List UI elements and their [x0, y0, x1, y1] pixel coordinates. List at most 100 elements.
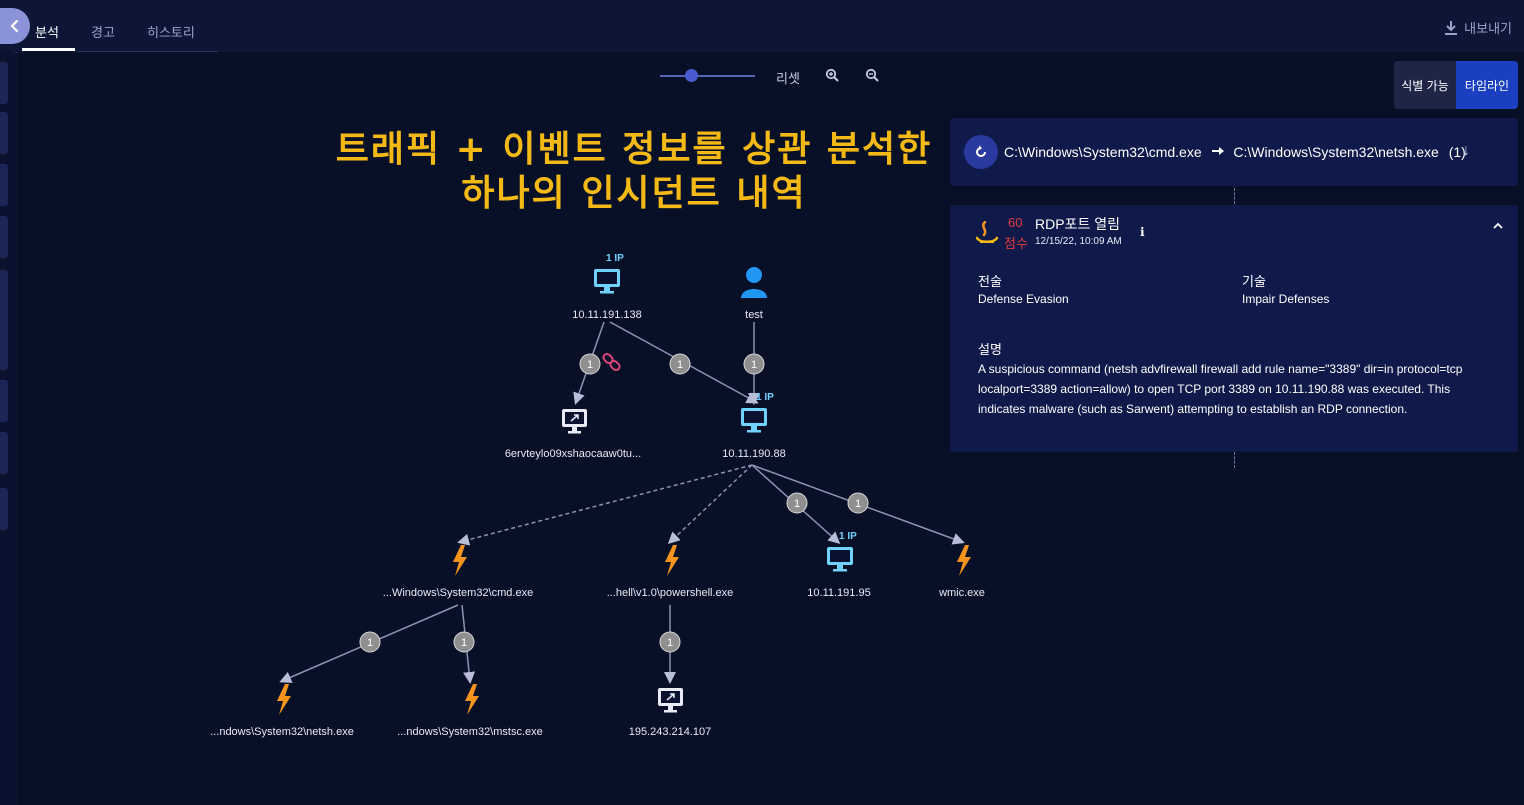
zoom-slider-track[interactable] [660, 75, 755, 77]
identifiable-mode-button[interactable]: 식별 가능 [1401, 78, 1449, 93]
process-path: C:\Windows\System32\cmd.exe C:\Windows\S… [1004, 144, 1466, 160]
edge-count-bubble[interactable]: 1 [659, 631, 681, 653]
export-button[interactable]: 내보내기 [1444, 18, 1512, 37]
node-label[interactable]: ...ndows\System32\netsh.exe [210, 726, 354, 738]
edge-count-bubble[interactable]: 1 [359, 631, 381, 653]
chevron-up-icon[interactable] [1492, 221, 1504, 231]
svg-text:1: 1 [667, 637, 673, 649]
node-label[interactable]: 195.243.214.107 [628, 726, 712, 738]
rail-item[interactable] [0, 380, 8, 422]
edge-88-to-cmd[interactable] [457, 464, 753, 546]
tab-alerts[interactable]: 경고 [91, 25, 115, 40]
zoom-in-icon[interactable] [825, 68, 839, 82]
path-count: (1) [1448, 144, 1466, 160]
refresh-icon [976, 145, 986, 157]
technique-value: Impair Defenses [1242, 292, 1330, 306]
path-from[interactable]: C:\Windows\System32\cmd.exe [1004, 144, 1202, 160]
node-label[interactable]: wmic.exe [939, 587, 985, 599]
info-icon[interactable]: ℹ [1140, 225, 1145, 239]
edge-count-bubbles: 1 1 1 1 1 1 1 1 [359, 353, 869, 653]
process-lightning-icon[interactable] [957, 545, 971, 576]
svg-text:1: 1 [794, 498, 800, 510]
monitor-icon[interactable] [827, 547, 853, 572]
active-tab-indicator [22, 48, 75, 51]
edge-count-bubble[interactable]: 1 [579, 353, 601, 375]
tactic-value: Defense Evasion [978, 292, 1069, 306]
node-label[interactable]: 10.11.191.138 [572, 309, 642, 321]
timeline-connector [1234, 452, 1236, 468]
node-label[interactable]: 6ervteylo09xshaocaaw0tu... [504, 448, 642, 460]
zoom-out-icon[interactable] [865, 68, 879, 82]
headline-line-2: 하나의 인시던트 내역 [461, 173, 807, 214]
node-label[interactable]: 10.11.191.95 [807, 587, 871, 599]
rail-item[interactable] [0, 164, 8, 206]
link-icon[interactable] [602, 352, 621, 372]
node-label[interactable]: 10.11.190.88 [722, 448, 786, 460]
chevron-left-icon [10, 19, 19, 33]
rail-item[interactable] [0, 270, 8, 370]
alert-severity-icon [976, 221, 998, 243]
rail-item[interactable] [0, 216, 8, 258]
external-monitor-icon[interactable] [562, 409, 587, 434]
svg-text:1: 1 [677, 359, 683, 371]
refresh-button[interactable] [964, 135, 998, 169]
process-lightning-icon[interactable] [277, 684, 291, 715]
alert-score: 60 [1008, 215, 1023, 230]
edge-count-bubble[interactable]: 1 [453, 631, 475, 653]
process-lightning-icon[interactable] [665, 545, 679, 576]
rail-item[interactable] [0, 432, 8, 474]
back-button[interactable] [0, 8, 30, 44]
timeline-path-header: C:\Windows\System32\cmd.exe C:\Windows\S… [950, 118, 1518, 186]
timeline-connector [1234, 188, 1236, 204]
rail-item[interactable] [0, 488, 8, 530]
edge-count-bubble[interactable]: 1 [847, 492, 869, 514]
alert-timestamp: 12/15/22, 10:09 AM [1035, 236, 1122, 247]
technique-label: 기술 [1242, 274, 1266, 289]
rail-item[interactable] [0, 62, 8, 104]
view-mode-toggle: 식별 가능 타임라인 [1394, 61, 1518, 109]
path-to[interactable]: C:\Windows\System32\netsh.exe [1233, 144, 1439, 160]
description-label: 설명 [978, 342, 1002, 357]
svg-text:1: 1 [367, 637, 373, 649]
tactic-label: 전술 [978, 274, 1002, 289]
arrow-down-icon[interactable]: ↓ [1462, 142, 1470, 159]
edge-count-bubble[interactable]: 1 [669, 353, 691, 375]
external-monitor-icon[interactable] [658, 688, 683, 713]
alert-card: 60 점수 RDP포트 열림 12/15/22, 10:09 AM ℹ 전술 D… [950, 205, 1518, 452]
edge-88-to-powershell[interactable] [667, 464, 753, 545]
left-rail [0, 52, 14, 805]
svg-text:1: 1 [461, 637, 467, 649]
tabs-divider [78, 51, 218, 52]
node-label[interactable]: ...Windows\System32\cmd.exe [382, 587, 534, 599]
top-bar: 분석 경고 히스토리 내보내기 [0, 0, 1524, 53]
zoom-slider-handle[interactable] [685, 69, 698, 82]
ip-count-badge: 1 IP [606, 253, 624, 264]
ip-count-badge: 1 IP [756, 392, 774, 403]
edge-count-bubble[interactable]: 1 [743, 353, 765, 375]
alert-score-label: 점수 [1004, 236, 1028, 251]
alert-description: A suspicious command (netsh advfirewall … [978, 362, 1463, 416]
ip-count-badge: 1 IP [839, 531, 857, 542]
monitor-icon[interactable] [594, 269, 620, 294]
tab-history[interactable]: 히스토리 [147, 25, 195, 40]
process-lightning-icon[interactable] [453, 545, 467, 576]
download-icon [1445, 20, 1458, 35]
tab-analysis[interactable]: 분석 [35, 25, 59, 40]
headline-overlay: 트래픽 + 이벤트 정보를 상관 분석한 하나의 인시던트 내역 [324, 128, 944, 216]
timeline-mode-button[interactable]: 타임라인 [1456, 61, 1518, 109]
svg-text:1: 1 [587, 359, 593, 371]
rail-item[interactable] [0, 112, 8, 154]
edge-count-bubble[interactable]: 1 [786, 492, 808, 514]
node-label[interactable]: ...ndows\System32\mstsc.exe [397, 726, 543, 738]
monitor-icon[interactable] [741, 408, 767, 433]
reset-button[interactable]: 리셋 [776, 71, 800, 86]
process-lightning-icon[interactable] [465, 684, 479, 715]
export-label: 내보내기 [1464, 21, 1512, 36]
headline-line-1: 트래픽 + 이벤트 정보를 상관 분석한 [335, 129, 933, 170]
svg-text:1: 1 [855, 498, 861, 510]
arrow-right-icon [1211, 144, 1224, 160]
node-label[interactable]: test [745, 309, 763, 321]
user-icon[interactable] [741, 267, 767, 298]
node-label[interactable]: ...hell\v1.0\powershell.exe [606, 587, 734, 599]
